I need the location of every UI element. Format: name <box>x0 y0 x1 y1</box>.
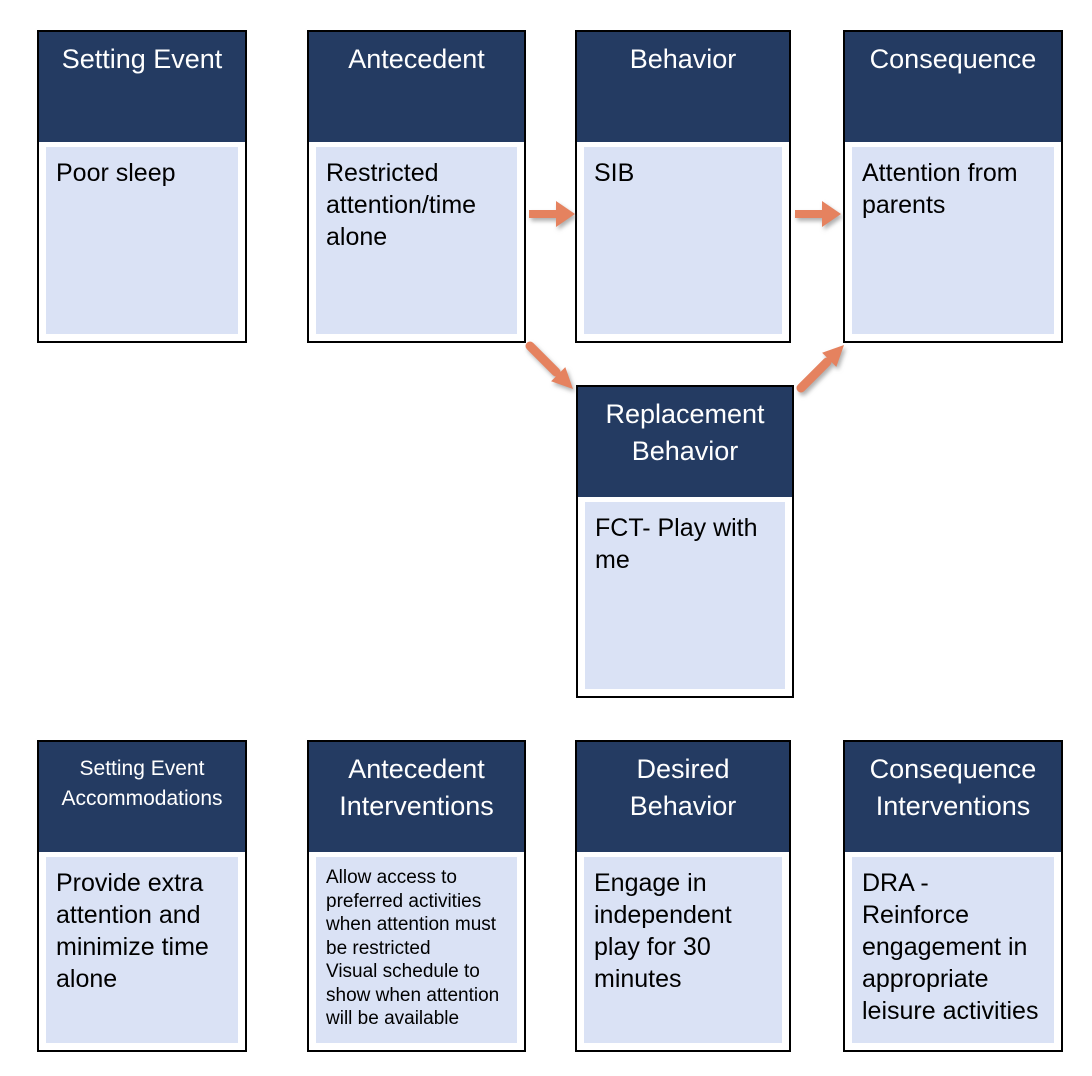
box-behavior-header: Behavior <box>577 32 789 142</box>
box-consequence-interventions-header: Consequence Interventions <box>845 742 1061 852</box>
arrow-replacement-behavior-to-consequence-icon <box>796 345 844 393</box>
box-antecedent-interventions-header: Antecedent Interventions <box>309 742 524 852</box>
box-replacement-behavior-header: Replacement Behavior <box>578 387 792 497</box>
box-setting-event-body: Poor sleep <box>39 142 245 341</box>
box-setting-event: Setting Event Poor sleep <box>37 30 247 343</box>
box-antecedent-interventions-body: Allow access to preferred activities whe… <box>309 852 524 1050</box>
box-consequence-interventions-body: DRA - Reinforce engagement in appropriat… <box>845 852 1061 1050</box>
box-antecedent-interventions: Antecedent Interventions Allow access to… <box>307 740 526 1052</box>
box-consequence-header: Consequence <box>845 32 1061 142</box>
box-setting-event-accommodations-header: Setting Event Accommodations <box>39 742 245 852</box>
box-antecedent: Antecedent Restricted attention/time alo… <box>307 30 526 343</box>
box-desired-behavior-body: Engage in independent play for 30 minute… <box>577 852 789 1050</box>
box-antecedent-header: Antecedent <box>309 32 524 142</box>
box-behavior: Behavior SIB <box>575 30 791 343</box>
box-desired-behavior: Desired Behavior Engage in independent p… <box>575 740 791 1052</box>
box-replacement-behavior-body: FCT- Play with me <box>578 497 792 696</box>
box-consequence-body: Attention from parents <box>845 142 1061 341</box>
box-antecedent-body: Restricted attention/time alone <box>309 142 524 341</box>
box-setting-event-header: Setting Event <box>39 32 245 142</box>
box-setting-event-text: Poor sleep <box>46 147 238 334</box>
box-setting-event-accommodations-body: Provide extra attention and minimize tim… <box>39 852 245 1050</box>
box-replacement-behavior-text: FCT- Play with me <box>585 502 785 689</box>
box-consequence-text: Attention from parents <box>852 147 1054 334</box>
box-setting-event-accommodations: Setting Event Accommodations Provide ext… <box>37 740 247 1052</box>
arrow-antecedent-to-behavior-icon <box>529 201 575 227</box>
box-consequence-interventions-text: DRA - Reinforce engagement in appropriat… <box>852 857 1054 1043</box>
box-desired-behavior-text: Engage in independent play for 30 minute… <box>584 857 782 1043</box>
box-behavior-text: SIB <box>584 147 782 334</box>
box-replacement-behavior: Replacement Behavior FCT- Play with me <box>576 385 794 698</box>
box-antecedent-text: Restricted attention/time alone <box>316 147 517 334</box>
box-consequence-interventions: Consequence Interventions DRA - Reinforc… <box>843 740 1063 1052</box>
box-antecedent-interventions-text: Allow access to preferred activities whe… <box>316 857 517 1043</box>
arrow-antecedent-to-replacement-behavior-icon <box>525 341 573 389</box>
box-setting-event-accommodations-text: Provide extra attention and minimize tim… <box>46 857 238 1043</box>
box-desired-behavior-header: Desired Behavior <box>577 742 789 852</box>
box-consequence: Consequence Attention from parents <box>843 30 1063 343</box>
arrow-behavior-to-consequence-icon <box>795 201 841 227</box>
box-behavior-body: SIB <box>577 142 789 341</box>
